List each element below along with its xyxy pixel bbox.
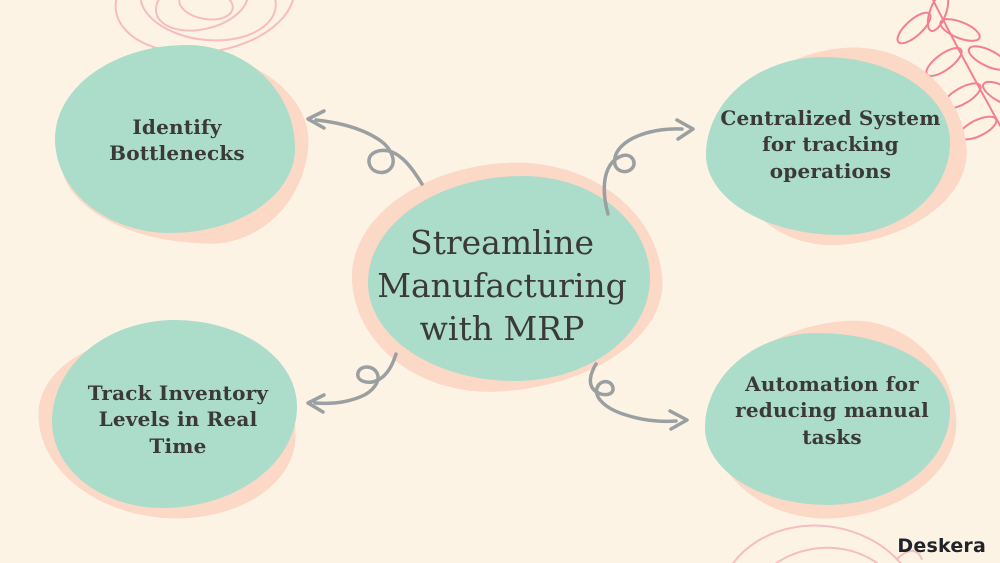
deskera-logo: Deskera (897, 535, 986, 557)
blob-mint (705, 333, 950, 505)
blob-mint (706, 57, 950, 235)
blob-mint (55, 45, 295, 233)
node-label-track-inventory: Track Inventory Levels in Real Time (87, 381, 269, 458)
connector-arrow-top-left-icon (306, 109, 424, 186)
connector-arrow-bottom-right-icon (588, 362, 689, 431)
node-label-centralized-system: Centralized System for tracking operatio… (720, 106, 941, 183)
center-title: Streamline Manufacturing with MRP (377, 223, 627, 348)
connector-arrow-bottom-left-icon (306, 352, 398, 414)
node-label-automation: Automation for reducing manual tasks (735, 372, 929, 449)
node-label-identify-bottlenecks: Identify Bottlenecks (109, 115, 245, 166)
blob-mint (52, 320, 297, 508)
